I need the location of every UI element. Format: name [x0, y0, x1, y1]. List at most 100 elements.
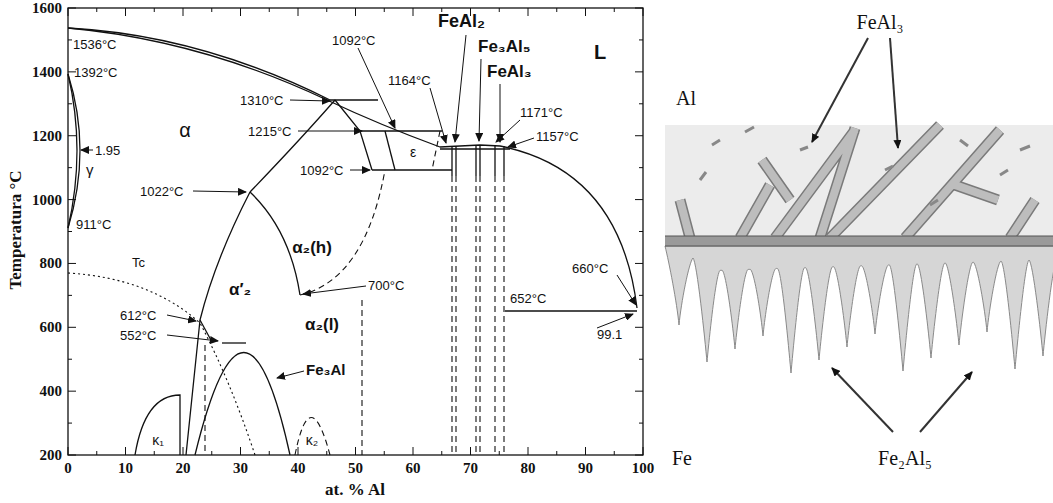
axis-ticks: [635, 455, 643, 456]
axis-ticks: [183, 447, 184, 455]
leader-arrow: [496, 120, 520, 142]
coating-illustration: [680, 125, 1035, 238]
phase-label: L: [594, 41, 606, 63]
temperature-label: κ₂: [306, 432, 318, 448]
leader-arrow: [479, 59, 481, 141]
label-anchor: 1.95: [95, 141, 120, 159]
y-tick-label: 1600: [32, 0, 62, 16]
axis-ticks: [639, 103, 643, 104]
axis-ticks: [125, 447, 126, 455]
coating-illustration: [665, 236, 1053, 246]
label-anchor: 50: [348, 459, 363, 477]
dashed-boundaries: [300, 170, 385, 295]
label-anchor: α: [179, 119, 191, 141]
label-anchor: 1536°C: [73, 35, 117, 53]
x-tick-label: 70: [463, 460, 478, 476]
leader-arrow: [455, 35, 466, 142]
axis-ticks: [96, 451, 97, 455]
axis-ticks: [68, 167, 72, 168]
axis-ticks: [639, 359, 643, 360]
coating-illustration: [665, 125, 1053, 240]
phase-boundaries: [452, 145, 504, 176]
label-anchor: FeAl₃: [487, 63, 532, 82]
label-anchor: κ₂: [306, 431, 318, 449]
phase-boundaries: [135, 395, 180, 455]
axis-ticks: [68, 423, 72, 424]
phase-boundaries: [68, 28, 330, 100]
leader-arrow: [812, 38, 868, 142]
axis-ticks: [68, 103, 72, 104]
phase-boundaries: [385, 131, 395, 170]
axis-ticks: [556, 451, 557, 455]
axis-ticks: [639, 167, 643, 168]
phase-label: γ: [86, 161, 94, 178]
axis-ticks: [269, 8, 270, 12]
temperature-label: 652°C: [510, 291, 546, 306]
axis-ticks: [269, 451, 270, 455]
label-anchor: 1310°C: [240, 91, 284, 109]
label-anchor: 99.1: [597, 325, 622, 343]
phase-boundaries: [440, 148, 510, 149]
temperature-label: 1022°C: [140, 184, 184, 199]
leader-arrow: [617, 275, 636, 305]
axis-ticks: [68, 327, 76, 328]
label-anchor: Fe₂Al₅: [878, 447, 932, 469]
axis-ticks: [643, 8, 644, 16]
label-anchor: 1157°C: [536, 127, 579, 145]
axis-ticks: [614, 8, 615, 12]
axis-ticks: [635, 71, 643, 72]
phase-boundaries: [186, 192, 250, 455]
axis-ticks: [68, 447, 69, 455]
label-anchor: 911°C: [76, 215, 111, 233]
leader-arrow: [890, 38, 898, 148]
phase-boundaries: [222, 342, 246, 343]
axis-ticks: [355, 447, 356, 455]
dashed-boundaries: [204, 345, 205, 455]
label-anchor: Al: [676, 87, 696, 109]
label-anchor: 30: [233, 459, 248, 477]
label-anchor: L: [594, 41, 606, 63]
label-anchor: 60: [406, 459, 421, 477]
label-anchor: 40: [291, 459, 306, 477]
axis-ticks: [240, 447, 241, 455]
axis-ticks: [68, 359, 72, 360]
label-anchor: 652°C: [510, 289, 546, 307]
axis-ticks: [635, 199, 643, 200]
axis-ticks: [211, 8, 212, 12]
x-tick-label: 60: [406, 460, 421, 476]
label-anchor: α₂(h): [292, 239, 332, 258]
temperature-label: 1157°C: [536, 129, 579, 144]
axis-ticks: [154, 8, 155, 12]
axis-ticks: [639, 39, 643, 40]
temperature-label: 552°C: [120, 328, 156, 343]
leader-arrow: [193, 191, 246, 192]
coating-illustration: [665, 125, 1053, 373]
layer-label: Al: [676, 87, 696, 109]
coating-illustration: [665, 236, 1053, 246]
phase-boundaries: [68, 74, 80, 228]
label-anchor: 80: [521, 459, 536, 477]
leader-arrow: [298, 131, 362, 132]
label-anchor: 200: [40, 446, 63, 464]
axis-ticks: [413, 8, 414, 16]
axis-ticks: [125, 8, 126, 16]
phase-boundaries: [195, 353, 290, 456]
label-anchor: Temperatura °C: [7, 170, 26, 289]
axis-ticks: [154, 451, 155, 455]
temperature-label: 1310°C: [240, 93, 284, 108]
axis-ticks: [470, 447, 471, 455]
leader-arrow: [81, 35, 636, 378]
axis-ticks: [68, 39, 72, 40]
phase-label: α′₂: [229, 280, 251, 299]
label-anchor: FeAl₃: [857, 11, 904, 33]
label-anchor: at. % Al: [325, 481, 385, 500]
phase-boundaries: [330, 99, 378, 100]
dashed-boundaries: [205, 131, 504, 455]
y-tick-label: 600: [40, 320, 63, 336]
axis-ticks: [355, 8, 356, 16]
axis-ticks: [413, 447, 414, 455]
curie-line: [68, 273, 255, 455]
axis-ticks: [68, 231, 72, 232]
label-anchor: 1092°C: [332, 31, 376, 49]
axis-ticks: [528, 447, 529, 455]
